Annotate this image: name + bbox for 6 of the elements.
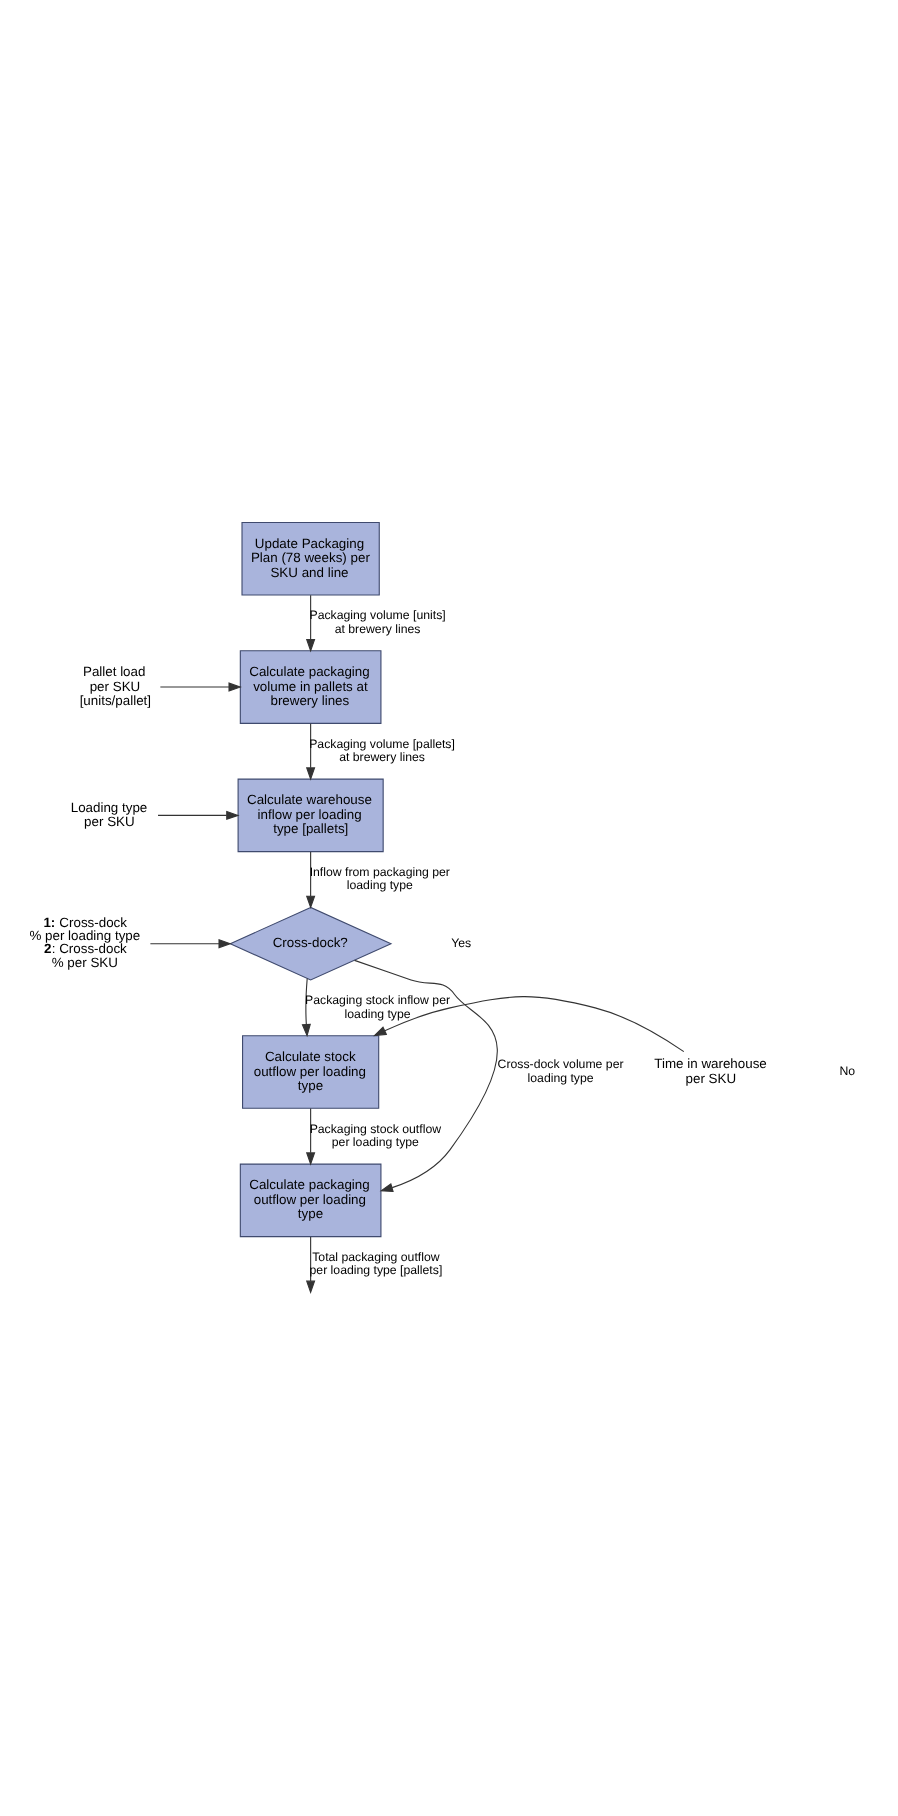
arrow bbox=[149, 939, 232, 949]
arrow bbox=[157, 810, 240, 821]
arrow bbox=[354, 959, 498, 1192]
arrow bbox=[159, 682, 242, 692]
arrow bbox=[373, 996, 685, 1053]
arrow bbox=[301, 977, 311, 1038]
